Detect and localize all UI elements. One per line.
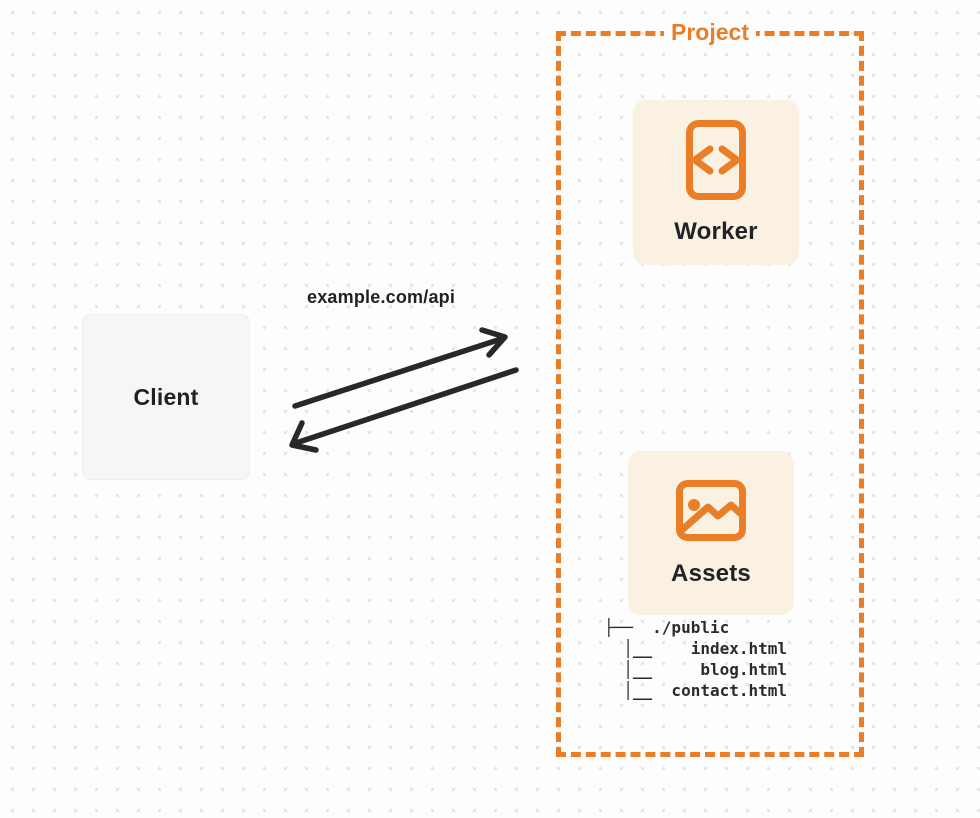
code-file-icon: [686, 120, 746, 200]
request-route-label: example.com/api: [307, 287, 456, 307]
image-icon: [676, 479, 746, 541]
project-boundary: Project Worker Assets: [556, 18, 864, 757]
worker-node-label: Worker: [674, 218, 758, 245]
worker-node: Worker: [633, 100, 799, 265]
client-node-label: Client: [133, 383, 199, 410]
assets-file-tree: ├── ./public │__ index.html │__ blog.htm…: [604, 618, 788, 700]
client-node: Client: [82, 314, 250, 480]
assets-node: Assets: [628, 451, 794, 615]
response-arrow: [289, 367, 519, 453]
assets-node-label: Assets: [671, 559, 751, 587]
project-boundary-label: Project: [664, 18, 756, 46]
request-arrow: [292, 327, 508, 409]
